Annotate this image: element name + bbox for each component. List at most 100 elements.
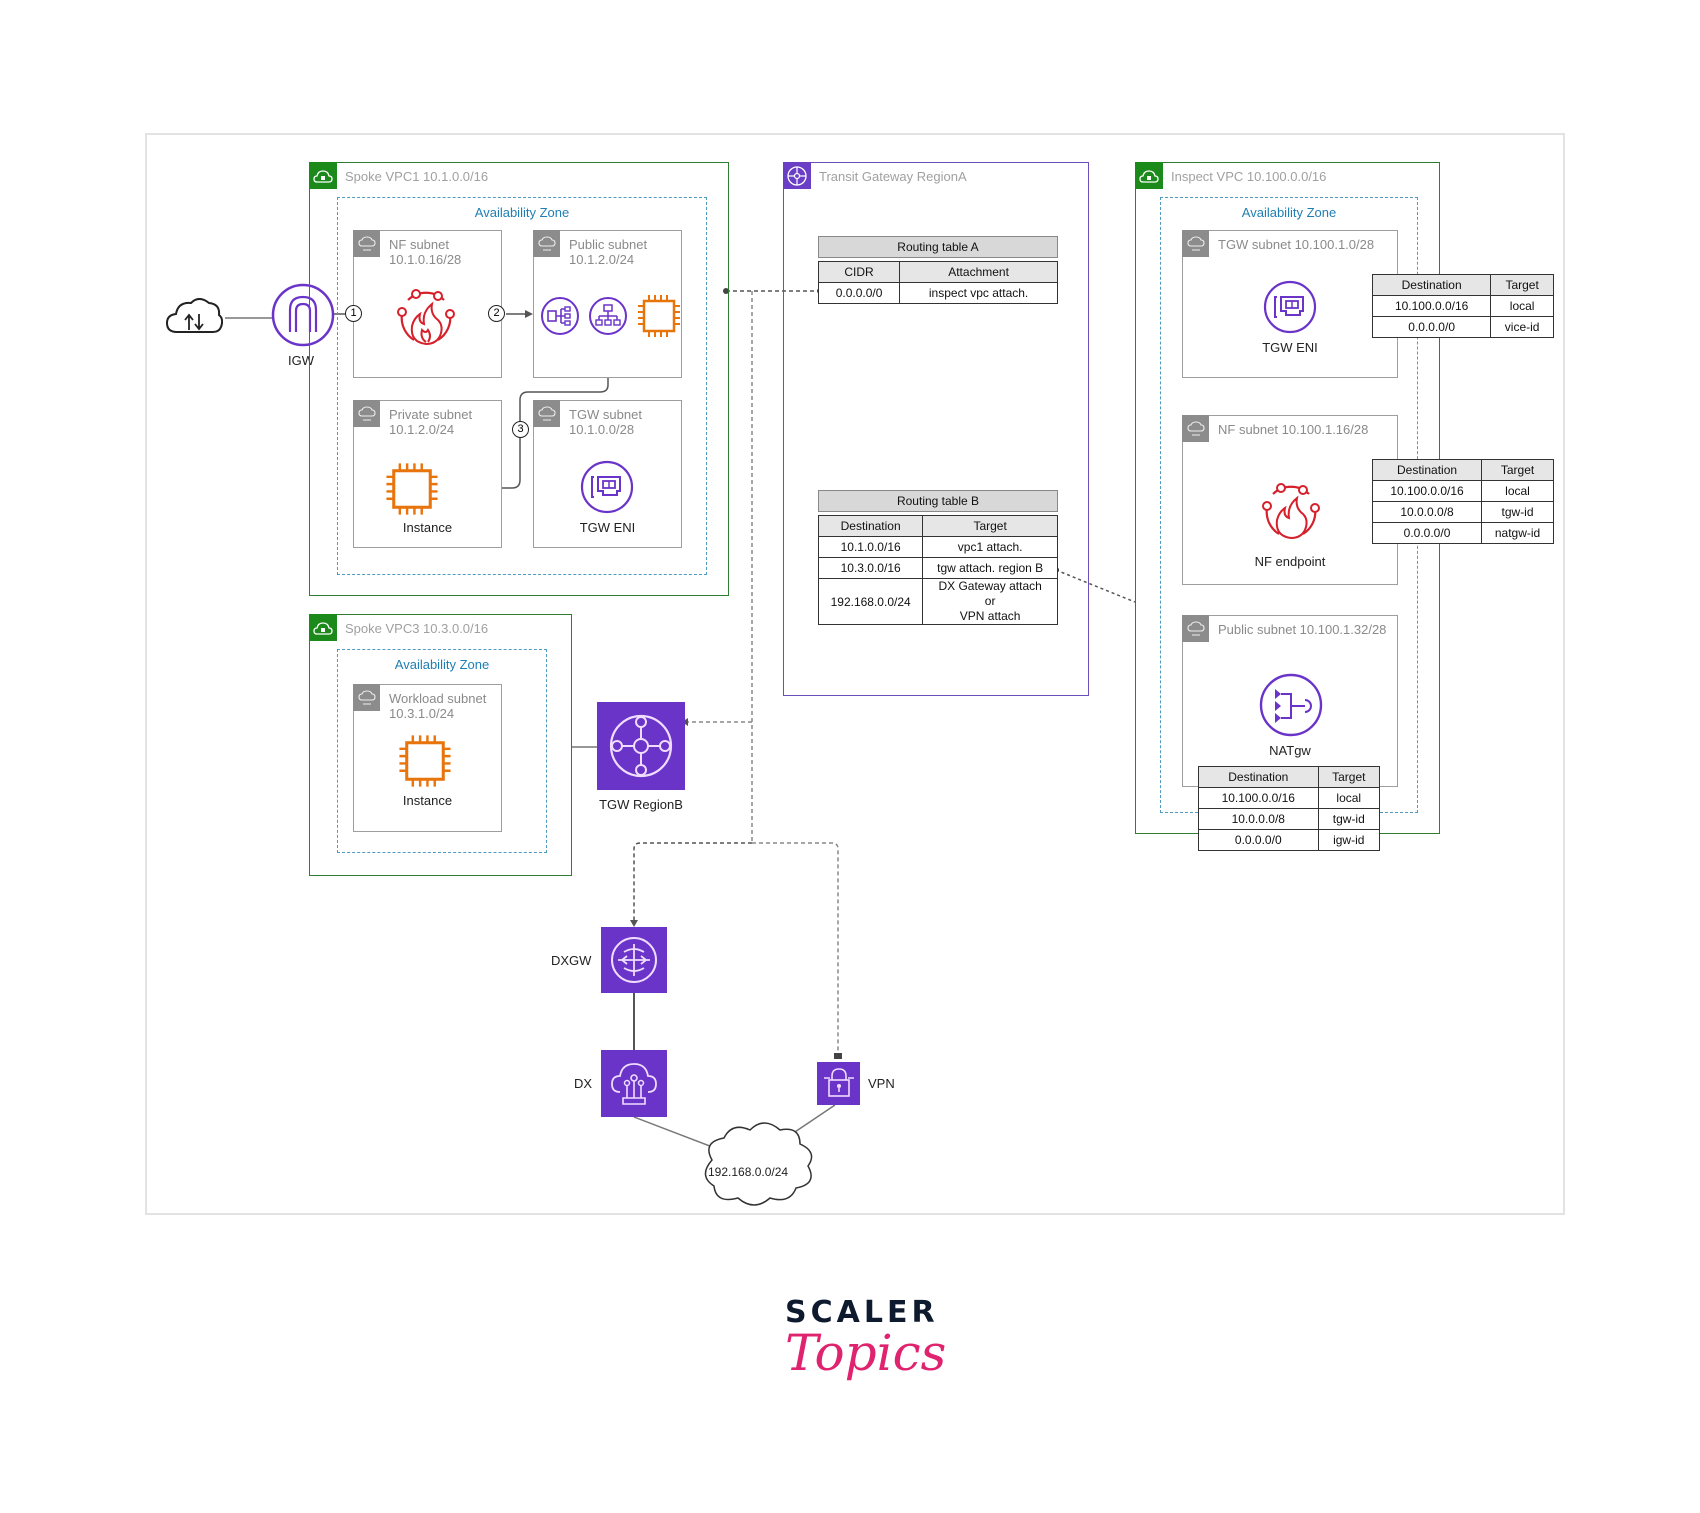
rt-b-dest: 10.1.0.0/16 <box>817 536 924 558</box>
igw-label: IGW <box>288 353 314 368</box>
rt-b-target: DX Gateway attach or VPN attach <box>922 578 1058 625</box>
rt-header-destination: Destination <box>1371 459 1483 481</box>
spoke-vpc1: Spoke VPC1 10.1.0.0/16 Availability Zone <box>309 162 729 596</box>
subnet-icon <box>353 230 380 257</box>
natgw-label: NATgw <box>1269 743 1311 758</box>
rt-target: local <box>1317 787 1381 809</box>
subnet-icon <box>1182 230 1209 257</box>
instance-label: Instance <box>402 793 453 808</box>
rt-target: local <box>1490 295 1554 317</box>
subnet-icon <box>353 684 380 711</box>
dx-gateway-icon[interactable] <box>601 927 667 993</box>
step-marker-3: 3 <box>512 421 529 438</box>
rt-header-target: Target <box>1481 459 1554 481</box>
network-firewall-icon[interactable] <box>1257 478 1325 549</box>
spoke-vpc1-az: Availability Zone <box>337 197 707 575</box>
subnet-icon <box>533 400 560 427</box>
eni-icon[interactable] <box>579 459 635 520</box>
diagram-frame <box>145 133 1565 1215</box>
rt-b-target: tgw attach. region B <box>922 557 1058 579</box>
rt-a-header-cidr: CIDR <box>817 261 901 283</box>
public-subnet-inspect: Public subnet 10.100.1.32/28 NATgw <box>1182 615 1398 787</box>
spoke-vpc3-az: Availability Zone <box>337 649 547 853</box>
nat-gateway-icon[interactable] <box>1257 671 1325 744</box>
dx-label: DX <box>574 1076 593 1091</box>
step-marker-1: 1 <box>345 305 362 322</box>
tgw-subnet-inspect-title: TGW subnet 10.100.1.0/28 <box>1218 237 1375 252</box>
igw-icon[interactable] <box>270 282 336 353</box>
step-marker-2: 2 <box>488 305 505 322</box>
rt-a-cidr: 0.0.0.0/0 <box>817 282 901 304</box>
dxgw-label: DXGW <box>551 953 592 968</box>
eni-icon[interactable] <box>1262 279 1318 340</box>
internet-cloud-icon <box>165 298 224 343</box>
rt-target: tgw-id <box>1481 501 1554 523</box>
nf-endpoint-label: NF endpoint <box>1254 554 1326 569</box>
logo-scaler-text: SCALER <box>785 1295 939 1330</box>
rt-dest: 0.0.0.0/0 <box>1198 829 1319 851</box>
rt-header-destination: Destination <box>1198 766 1319 788</box>
rt-a-header-attachment: Attachment <box>899 261 1058 283</box>
rt-target: tgw-id <box>1317 808 1381 830</box>
tgw-regionb-icon[interactable] <box>597 702 685 790</box>
spoke-vpc3-title: Spoke VPC3 10.3.0.0/16 <box>345 621 489 636</box>
routing-table-a-title: Routing table A <box>818 236 1058 258</box>
rt-target: natgw-id <box>1481 522 1554 544</box>
instance-label: Instance <box>402 520 453 535</box>
vpn-icon[interactable] <box>817 1062 860 1105</box>
rt-dest: 0.0.0.0/0 <box>1371 316 1492 338</box>
rt-dest: 10.100.0.0/16 <box>1198 787 1319 809</box>
rt-dest: 10.0.0.0/8 <box>1371 501 1483 523</box>
rt-target: vice-id <box>1490 316 1554 338</box>
tgw-subnet-inspect: TGW subnet 10.100.1.0/28 TGW ENI <box>1182 230 1398 378</box>
nf-subnet-title: NF subnet 10.1.0.16/28 <box>389 237 462 267</box>
rt-header-target: Target <box>1317 766 1381 788</box>
nf-subnet-inspect: NF subnet 10.100.1.16/28 NF endpoint <box>1182 415 1398 585</box>
vpc-cloud-icon <box>309 162 337 189</box>
network-firewall-icon[interactable] <box>392 284 460 355</box>
vpc-cloud-icon <box>1135 162 1163 189</box>
ec2-instance-icon[interactable] <box>636 293 682 344</box>
tgw-eni-label: TGW ENI <box>1262 340 1318 355</box>
tgw-eni-label: TGW ENI <box>579 520 636 535</box>
rt-b-header-target: Target <box>922 515 1058 537</box>
direct-connect-icon[interactable] <box>601 1050 667 1117</box>
logo-topics-text: Topics <box>785 1324 947 1382</box>
subnet-icon <box>1182 615 1209 642</box>
tgw-dxgw-link <box>633 842 752 920</box>
app-load-balancer-icon[interactable] <box>587 295 629 342</box>
rt-header-target: Target <box>1490 274 1554 296</box>
public-subnet-inspect-title: Public subnet 10.100.1.32/28 <box>1218 622 1387 637</box>
rt-dest: 10.100.0.0/16 <box>1371 480 1483 502</box>
public-subnet-vpc1: Public subnet 10.1.2.0/24 <box>533 230 682 378</box>
rt-header-destination: Destination <box>1371 274 1492 296</box>
rt-dest: 0.0.0.0/0 <box>1371 522 1483 544</box>
ec2-instance-icon[interactable] <box>397 733 453 794</box>
workload-subnet-title: Workload subnet 10.3.1.0/24 <box>389 691 487 721</box>
private-subnet-vpc1: Private subnet 10.1.2.0/24 Instance <box>353 400 502 548</box>
transit-gateway-icon <box>783 162 811 189</box>
vpn-label: VPN <box>868 1076 895 1091</box>
inspect-vpc-title: Inspect VPC 10.100.0.0/16 <box>1171 169 1327 184</box>
public-subnet-title: Public subnet 10.1.2.0/24 <box>569 237 648 267</box>
rt-a-attachment: inspect vpc attach. <box>899 282 1058 304</box>
az-title: Availability Zone <box>1241 205 1337 220</box>
rt-b-header-destination: Destination <box>817 515 924 537</box>
transit-gateway-regiona: Transit Gateway RegionA <box>783 162 1089 696</box>
ec2-instance-icon[interactable] <box>384 461 440 522</box>
rtb-inspect-link <box>1055 569 1136 603</box>
rt-b-target: vpc1 attach. <box>922 536 1058 558</box>
az-title: Availability Zone <box>394 657 490 672</box>
subnet-icon <box>533 230 560 257</box>
load-balancer-icon[interactable] <box>539 295 581 342</box>
onprem-cidr-label: 192.168.0.0/24 <box>708 1165 789 1179</box>
